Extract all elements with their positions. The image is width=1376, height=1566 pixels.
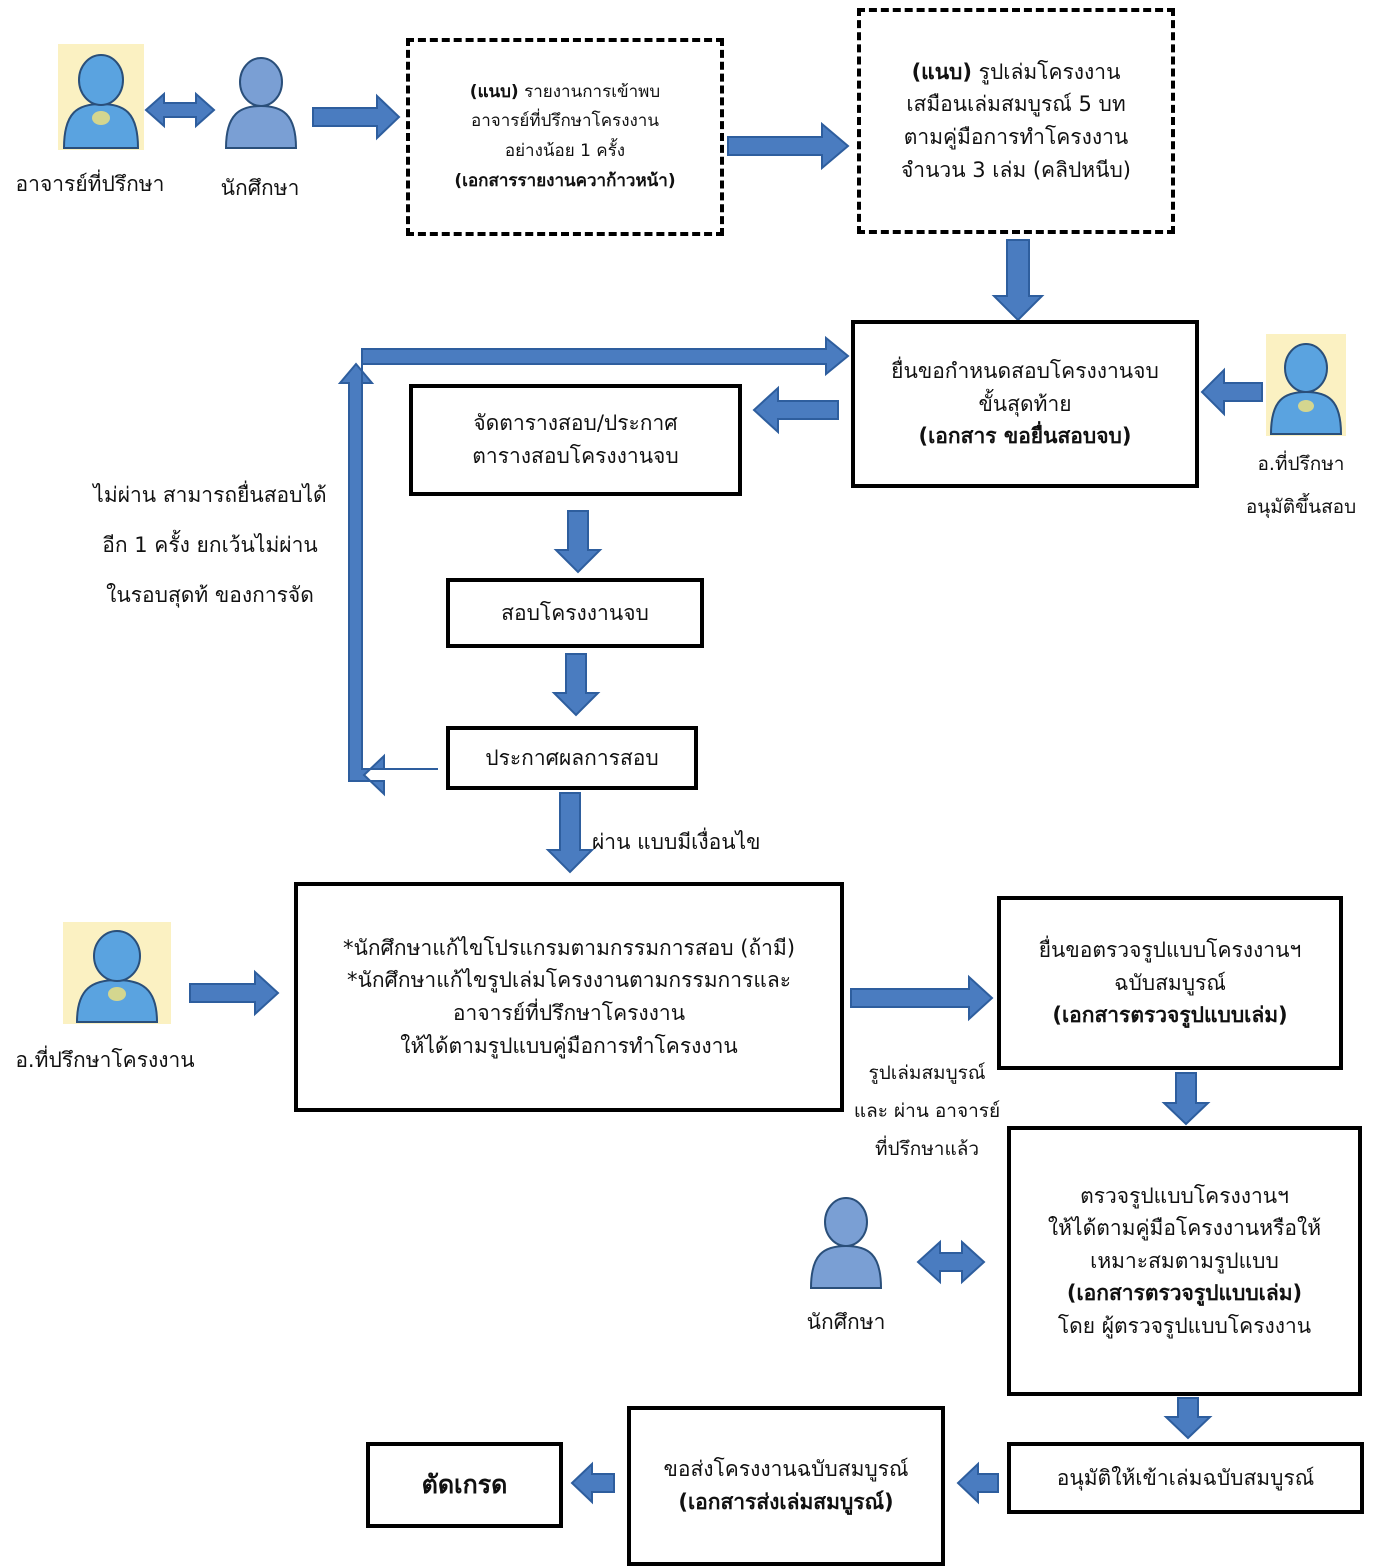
advisor-person-icon <box>58 44 144 150</box>
advisor-approve-label: อ.ที่ปรึกษา อนุมัติขึ้นสอบ <box>1245 453 1357 519</box>
draft-book-box: (แนบ) รูปเล่มโครงงาน เสมือนเล่มสมบูรณ์ 5… <box>857 8 1175 234</box>
advisor-student-double-arrow <box>144 91 216 129</box>
grade-box: ตัดเกรด <box>366 1442 563 1528</box>
revise-box: *นักศึกษาแก้ไขโปรแกรมตามกรรมการสอบ (ถ้าม… <box>294 882 844 1112</box>
arrow-result-to-revise <box>545 792 595 874</box>
request-exam-box: ยื่นขอกำหนดสอบโครงงานจบ ขั้นสุดท้าย (เอก… <box>851 320 1199 488</box>
progress-report-box: (แนบ) รายงานการเข้าพบ อาจารย์ที่ปรึกษาโค… <box>406 38 724 236</box>
exam-box: สอบโครงงานจบ <box>446 578 704 648</box>
arrow-revise-to-format-request <box>850 974 994 1022</box>
fail-note: ไม่ผ่าน สามารถยื่นสอบได้ อีก 1 ครั้ง ยกเ… <box>93 483 327 607</box>
arrow-advisor-to-revise <box>189 969 280 1017</box>
arrow-format-request-to-check <box>1161 1072 1211 1126</box>
arrow-schedule-to-exam <box>553 510 603 574</box>
complete-note: รูปเล่มสมบูรณ์ และ ผ่าน อาจารย์ ที่ปรึกษ… <box>853 1062 1001 1160</box>
pass-condition-label: ผ่าน แบบมีเงื่อนไข <box>592 830 761 854</box>
arrow-fail-loop <box>337 335 850 797</box>
project-advisor-label: อ.ที่ปรึกษาโครงงาน <box>15 1048 195 1072</box>
schedule-box: จัดตารางสอบ/ประกาศ ตารางสอบโครงงานจบ <box>409 384 742 496</box>
student-bottom-label: นักศึกษา <box>806 1310 886 1334</box>
arrow-check-to-approve <box>1163 1397 1213 1440</box>
student-check-double-arrow <box>916 1239 986 1285</box>
approve-box: อนุมัติให้เข้าเล่มฉบับสมบูรณ์ <box>1007 1442 1364 1514</box>
advisor-approve-person-icon <box>1266 334 1346 436</box>
project-advisor-person-icon <box>63 922 171 1024</box>
format-check-box: ตรวจรูปแบบโครงงานฯ ให้ได้ตามคู่มือโครงงา… <box>1007 1126 1362 1396</box>
arrow-student-to-progress <box>312 93 401 141</box>
arrow-advisor-approve-to-request <box>1200 367 1263 417</box>
arrow-request-to-schedule <box>752 385 839 435</box>
arrow-submit-to-grade <box>570 1461 615 1505</box>
arrow-approve-to-submit <box>956 1461 999 1505</box>
format-request-box: ยื่นขอตรวจรูปแบบโครงงานฯ ฉบับสมบูรณ์ (เอ… <box>997 896 1343 1070</box>
arrow-exam-to-result <box>551 653 601 717</box>
arrow-draft-to-request <box>991 239 1045 322</box>
student-label: นักศึกษา <box>220 176 300 200</box>
result-box: ประกาศผลการสอบ <box>446 726 698 790</box>
student-bottom-person-icon <box>809 1197 883 1289</box>
submit-box: ขอส่งโครงงานฉบับสมบูรณ์ (เอกสารส่งเล่มสม… <box>627 1406 945 1566</box>
arrow-progress-to-draft <box>727 121 850 171</box>
advisor-label: อาจารย์ที่ปรึกษา <box>15 172 165 196</box>
student-person-icon <box>224 57 298 149</box>
